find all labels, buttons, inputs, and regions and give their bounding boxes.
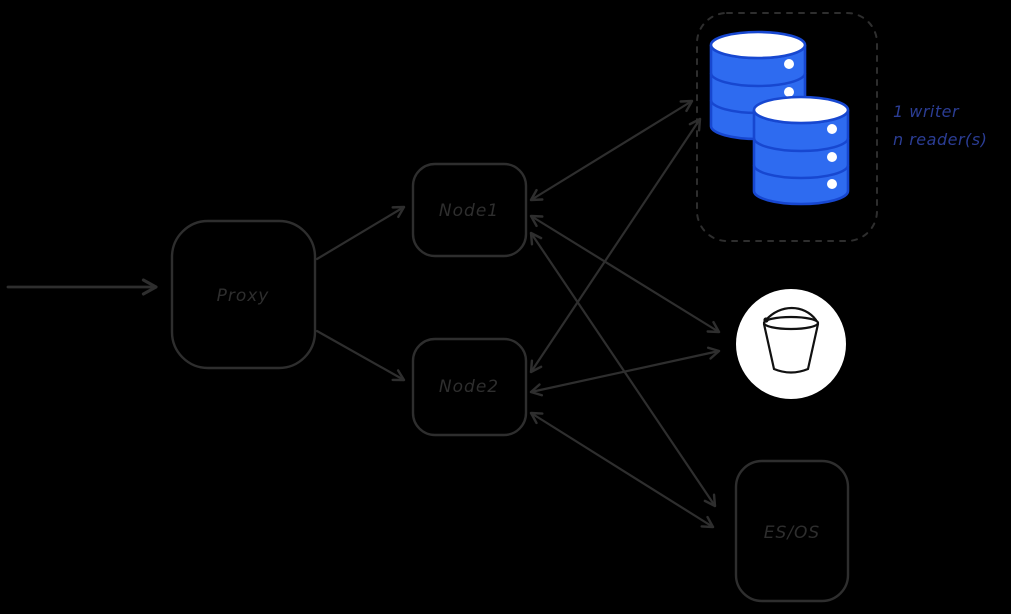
node1-node: Node1	[411, 162, 528, 258]
node1-box	[411, 162, 528, 258]
bucket-background-circle	[736, 289, 846, 399]
bucket-icon	[762, 307, 820, 374]
edge-node1-database	[529, 99, 694, 202]
edge-node2-bucket	[529, 346, 721, 397]
node2-label: Node2	[439, 377, 499, 397]
database-cylinder-front	[752, 95, 850, 206]
node1-label: Node1	[439, 201, 499, 221]
database-cluster-boundary	[696, 12, 878, 242]
database-cylinders-icon	[709, 30, 850, 206]
node2-box	[411, 337, 528, 437]
database-annotation: 1 writer n reader(s)	[893, 102, 987, 149]
proxy-label: Proxy	[217, 286, 270, 306]
annotation-line-2: n reader(s)	[893, 130, 987, 149]
edges	[6, 99, 721, 529]
edge-proxy-to-node1	[315, 205, 406, 261]
database-cluster	[696, 12, 878, 242]
esos-node: ES/OS	[734, 459, 850, 603]
edge-node2-esos	[529, 411, 715, 529]
esos-box	[734, 459, 850, 603]
proxy-node: Proxy	[170, 219, 317, 370]
edge-node2-database	[529, 117, 702, 374]
edge-proxy-to-node2	[315, 329, 406, 382]
node2-node: Node2	[411, 337, 528, 437]
esos-label: ES/OS	[764, 523, 820, 543]
proxy-box	[170, 219, 317, 370]
annotation-line-1: 1 writer	[893, 102, 960, 121]
bucket-node	[736, 289, 846, 399]
